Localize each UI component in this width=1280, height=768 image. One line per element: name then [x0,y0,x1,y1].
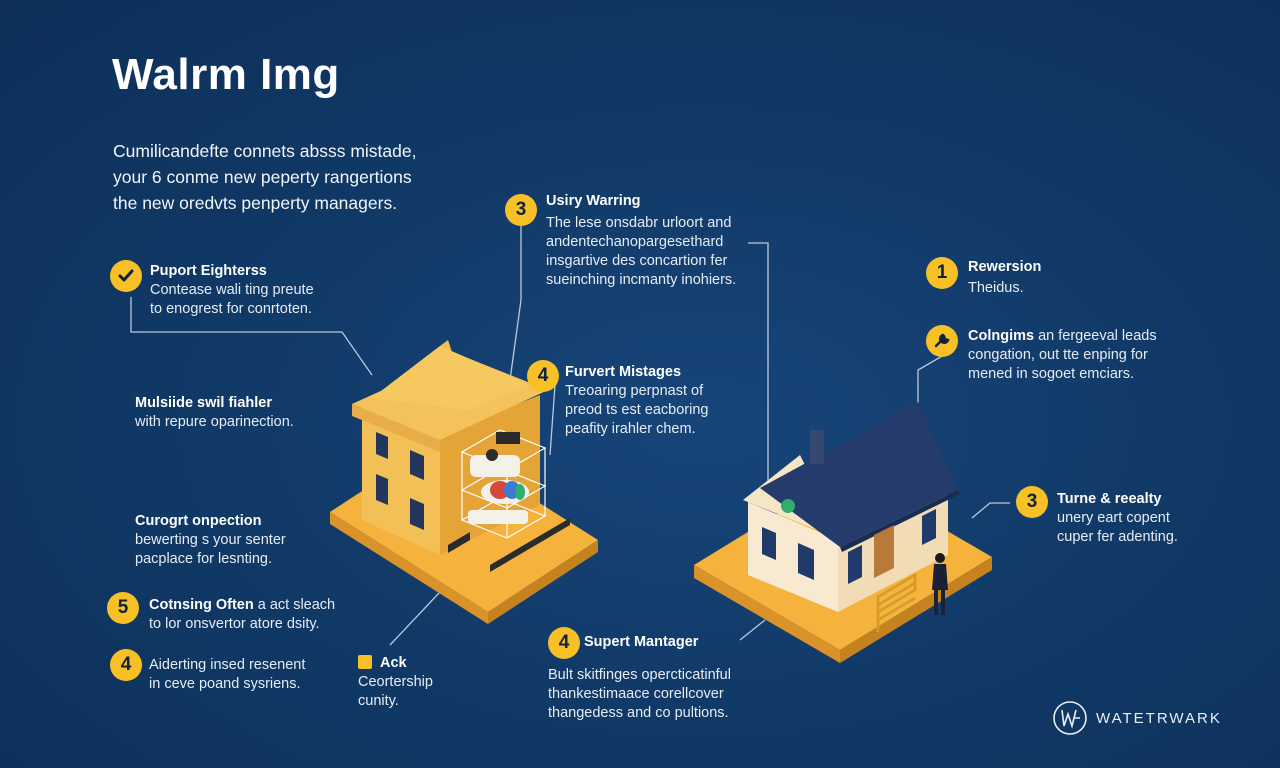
supert-line: Bult skitfinges opercticatinful [548,667,731,683]
ack-block: Ack Ceortership cunity. [358,654,433,711]
cotnsing-line: to lor onsvertor atore dsity. [149,616,320,632]
wrench-icon [926,325,958,357]
usiry-block: Usiry Warring The lese onsdabr urloort a… [546,192,736,290]
support-line: Contease wali ting preute [150,282,314,298]
watermark-logo-icon [1053,701,1087,735]
usiry-title: Usiry Warring [546,193,641,209]
supert-block: Supert Mantager [584,633,698,652]
aiderting-line: in ceve poand sysriens. [149,676,301,692]
furvert-block: Furvert Mistages Treoaring perpnast of p… [565,363,708,439]
colngims-line: congation, out tte enping for [968,347,1148,363]
supert-line: thankestimaace corellcover [548,686,724,702]
curogrt-block: Curogrt onpection bewerting s your sente… [135,512,286,569]
turne-block: Turne & reealty unery eart copent cuper … [1057,490,1178,547]
number-badge: 1 [926,257,958,289]
number-badge: 4 [110,649,142,681]
person-icon [932,553,948,615]
watermark: WATETRWARK [1052,700,1222,736]
building-icon [330,340,598,624]
house-icon [694,402,992,663]
cotnsing-title-rest: a act sleach [253,597,336,613]
furvert-title: Furvert Mistages [565,364,682,380]
furvert-line: Treoaring perpnast of [565,383,704,399]
multiside-line: with repure oparinection. [135,414,294,430]
colngims-title: Colngims [968,328,1035,344]
number-badge: 3 [1016,486,1048,518]
watermark-text: WATETRWARK [1096,709,1222,727]
intro-text: Cumilicandefte connets absss mistade, yo… [113,138,453,216]
page-title: Walrm Img [112,50,340,99]
intro-line: Cumilicandefte connets absss mistade, [113,141,417,161]
turne-line: unery eart copent [1057,510,1170,526]
turne-title: Turne & reealty [1057,491,1162,507]
ack-line: Ceortership [358,674,433,690]
aiderting-block: Aiderting insed resenent in ceve poand s… [149,656,305,694]
ack-title: Ack [380,655,407,671]
supert-line: thangedess and co pultions. [548,705,729,721]
curogrt-line: pacplace for lesnting. [135,551,273,567]
support-title: Puport Eighterss [150,263,267,279]
curogrt-title: Curogrt onpection [135,513,262,529]
number-badge: 4 [527,360,559,392]
ack-line: cunity. [358,693,399,709]
turne-line: cuper fer adenting. [1057,529,1178,545]
aiderting-line: Aiderting insed resenent [149,657,306,673]
check-icon [110,260,142,292]
support-block: Puport Eighterss Contease wali ting preu… [150,262,314,319]
curogrt-line: bewerting s your senter [135,532,286,548]
furvert-line: peafity irahler chem. [565,421,696,437]
building-small-icon [358,655,372,669]
supert-title: Supert Mantager [584,634,699,650]
colngims-block: Colngims an fergeeval leads congation, o… [968,327,1157,384]
rewersion-line: Theidus. [968,280,1024,296]
usiry-line: insgartive des concartion fer [546,253,728,269]
cotnsing-block: Cotnsing Often a act sleach to lor onsve… [149,596,335,634]
usiry-line: The lese onsdabr urloort and [546,215,732,231]
rewersion-block: Rewersion Theidus. [968,258,1041,298]
multiside-block: Mulsiide swil fiahler with repure oparin… [135,394,294,432]
number-badge: 4 [548,627,580,659]
furvert-line: preod ts est eacboring [565,402,709,418]
usiry-line: andentechanopargesethard [546,234,724,250]
intro-line: the new oredvts penperty managers. [113,193,398,213]
number-badge: 3 [505,194,537,226]
connector-lines [130,222,1010,646]
support-line: to enogrest for conrtoten. [150,301,313,317]
colngims-title-rest: an fergeeval leads [1034,328,1157,344]
colngims-line: mened in sogoet emciars. [968,366,1135,382]
usiry-line: sueinching incmanty inohiers. [546,272,737,288]
intro-line: your 6 conme new peperty rangertions [113,167,412,187]
number-badge: 5 [107,592,139,624]
supert-body: Bult skitfinges opercticatinful thankest… [548,666,731,723]
multiside-title: Mulsiide swil fiahler [135,395,272,411]
rewersion-title: Rewersion [968,259,1042,275]
cotnsing-title: Cotnsing Often [149,597,254,613]
